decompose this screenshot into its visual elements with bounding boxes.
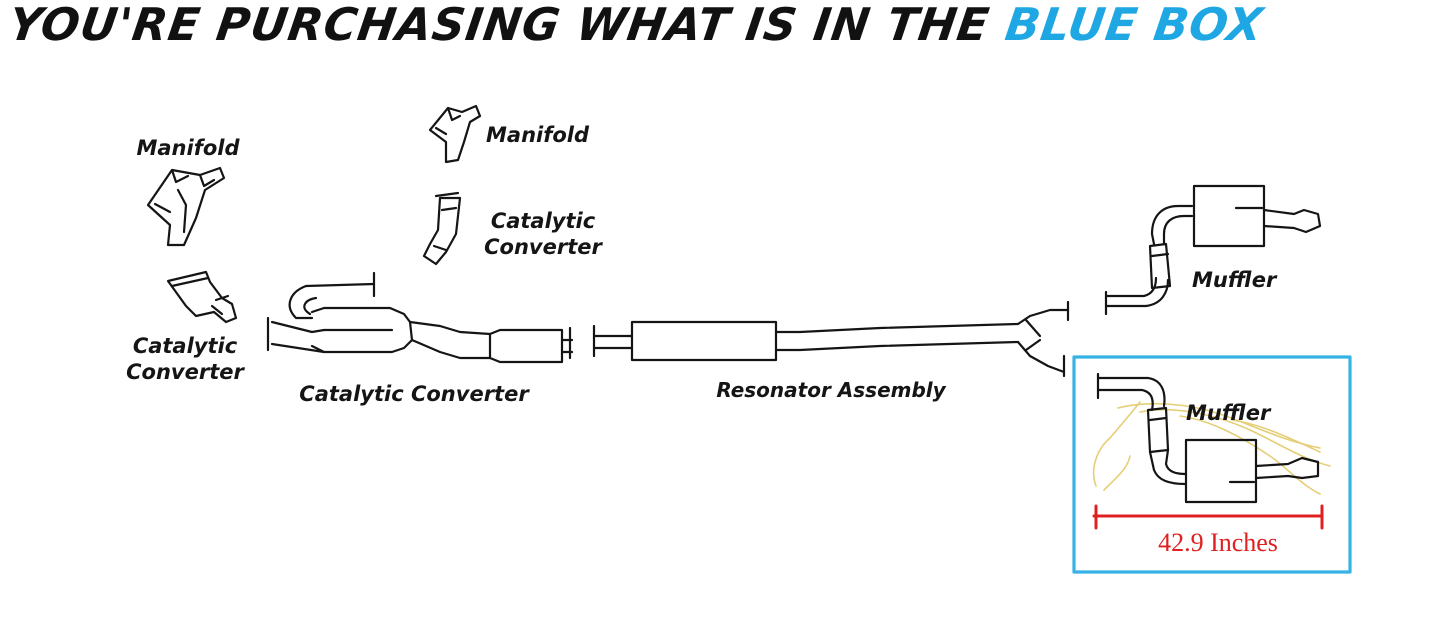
- label-manifold-left: Manifold: [136, 136, 240, 160]
- label-catalytic-converter-main: Catalytic Converter: [299, 382, 529, 406]
- measurement-text: 42.9 Inches: [1158, 528, 1278, 557]
- manifold-top-icon: [428, 104, 482, 164]
- label-resonator-assembly: Resonator Assembly: [716, 378, 946, 402]
- muffler-boxed-icon: [1096, 372, 1320, 504]
- horse-watermark-icon: [1092, 401, 1331, 495]
- label-catalytic-top-line1: Catalytic: [490, 209, 596, 233]
- catalytic-converter-top-icon: [422, 191, 462, 266]
- resonator-icon: [592, 300, 1070, 378]
- label-catalytic-converter-left: Catalytic Converter: [118, 333, 252, 385]
- catalytic-converter-main-icon: [266, 271, 574, 364]
- label-catalytic-top-line2: Converter: [484, 235, 602, 259]
- label-catalytic-left-line2: Converter: [126, 360, 244, 384]
- blue-box: [1072, 355, 1352, 574]
- label-catalytic-left-line1: Catalytic: [132, 334, 238, 358]
- label-catalytic-converter-top: Catalytic Converter: [472, 208, 614, 260]
- muffler-top-icon: [1104, 184, 1322, 316]
- label-muffler-top: Muffler: [1192, 268, 1277, 292]
- label-muffler-boxed: Muffler: [1186, 401, 1271, 425]
- label-manifold-top: Manifold: [486, 123, 590, 147]
- manifold-left-icon: [146, 166, 226, 247]
- measurement-bar: [1092, 504, 1324, 530]
- catalytic-converter-left-icon: [166, 270, 238, 324]
